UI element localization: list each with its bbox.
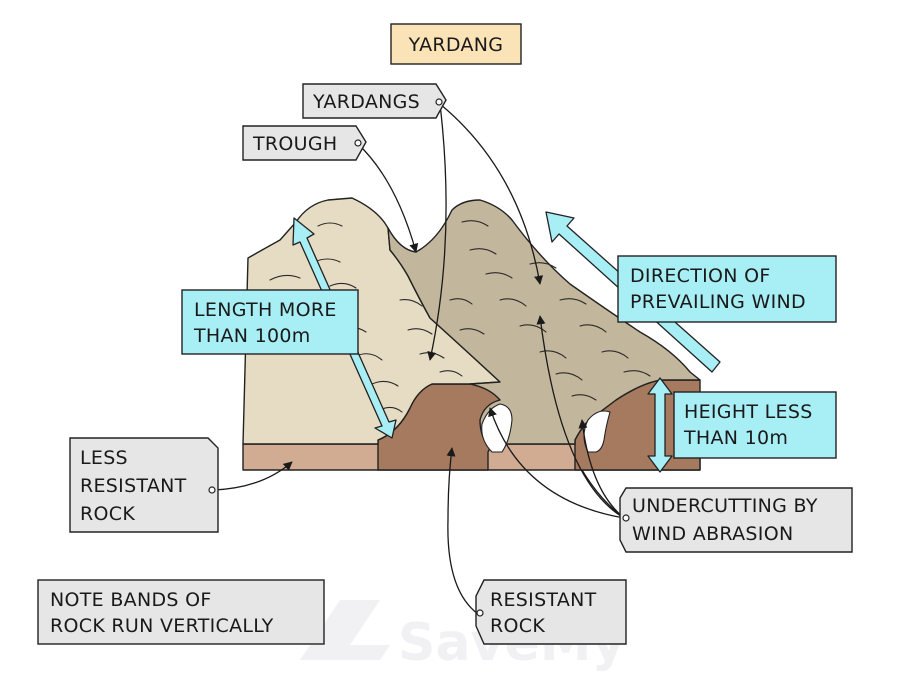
height-label: HEIGHT LESS THAN 10m: [673, 391, 837, 459]
trough-label: TROUGH: [242, 125, 367, 161]
title-box: YARDANG: [390, 23, 522, 65]
wind-label: DIRECTION OF PREVAILING WIND: [617, 255, 837, 323]
less-resistant-label: LESS RESISTANT ROCK: [69, 437, 219, 533]
note-text-line1: NOTE BANDS OF: [50, 589, 212, 611]
less-resistant-text-line1: LESS: [80, 447, 128, 469]
pointer-lines: [213, 103, 625, 615]
length-text-line1: LENGTH MORE: [194, 299, 337, 321]
undercut-cavity-2: [583, 410, 611, 453]
height-text-line1: HEIGHT LESS: [684, 401, 813, 423]
wind-text-line1: DIRECTION OF: [630, 265, 771, 287]
resistant-text-line1: RESISTANT: [490, 589, 597, 611]
length-text-line2: THAN 100m: [193, 325, 311, 347]
right-yardang-ridges: [449, 220, 651, 401]
less-resistant-text-line2: RESISTANT: [80, 475, 187, 497]
length-label: LENGTH MORE THAN 100m: [181, 289, 359, 355]
resistant-rock-label: RESISTANT ROCK: [475, 579, 627, 645]
undercutting-text-line1: UNDERCUTTING BY: [632, 495, 818, 517]
undercutting-text-line2: WIND ABRASION: [632, 523, 793, 545]
undercutting-label: UNDERCUTTING BY WIND ABRASION: [619, 487, 853, 553]
yardangs-label: YARDANGS: [302, 83, 447, 119]
less-resistant-text-line3: ROCK: [80, 503, 135, 525]
height-text-line2: THAN 10m: [683, 427, 788, 449]
trough-text: TROUGH: [252, 133, 337, 155]
yardangs-text: YARDANGS: [312, 91, 420, 113]
height-arrow: [647, 377, 673, 473]
resistant-text-line2: ROCK: [490, 615, 545, 637]
note-label: NOTE BANDS OF ROCK RUN VERTICALLY: [37, 579, 325, 645]
wind-text-line2: PREVAILING WIND: [630, 291, 806, 313]
diagram-title: YARDANG: [408, 34, 504, 56]
note-text-line2: ROCK RUN VERTICALLY: [50, 615, 274, 637]
